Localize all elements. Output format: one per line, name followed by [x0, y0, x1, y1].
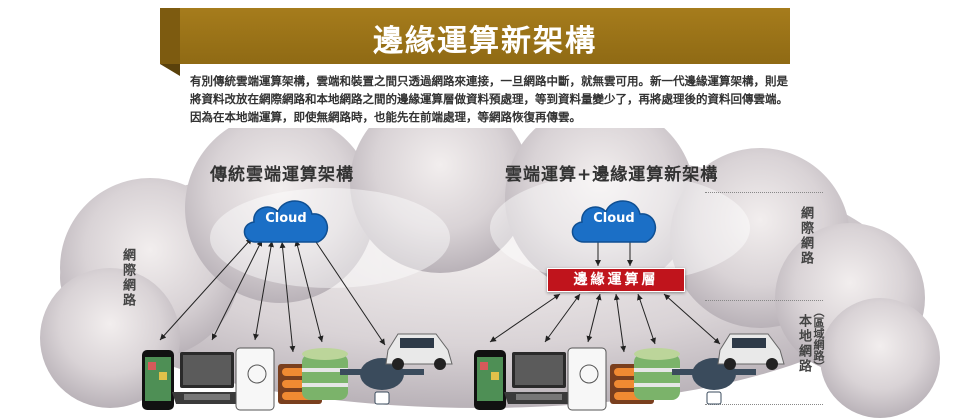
car-icon — [717, 333, 785, 370]
car-icon — [385, 333, 453, 370]
edge-computing-layer: 邊緣運算層 — [547, 268, 685, 292]
intro-paragraph: 有別傳統雲端運算架構，雲端和裝置之間只透過網路來連接，一旦網路中斷，就無雲可用。… — [190, 74, 788, 124]
divider-top — [705, 192, 823, 193]
laptop-icon — [172, 352, 240, 404]
drone-icon — [672, 358, 756, 405]
right-section-title: 雲端運算+邊緣運算新架構 — [505, 165, 719, 185]
left-cloud-icon: Cloud — [238, 194, 334, 246]
database-icon — [302, 348, 348, 400]
title-banner: 邊緣運算新架構 — [160, 8, 790, 76]
divider-middle — [705, 300, 823, 301]
tablet-icon — [567, 347, 607, 411]
phone-icon — [142, 350, 174, 410]
left-internet-label: 網際網路 — [120, 248, 135, 308]
right-cloud-icon: Cloud — [566, 194, 662, 246]
right-cloud-label: Cloud — [593, 211, 635, 226]
left-cloud-label: Cloud — [265, 211, 307, 226]
right-internet-label: 網際網路 — [798, 206, 813, 266]
right-local-sub-label: （區域網路） — [812, 306, 825, 372]
right-local-label: 本地網路 — [796, 314, 811, 374]
page-title: 邊緣運算新架構 — [373, 24, 597, 59]
phone-icon — [474, 350, 506, 410]
tablet-icon — [235, 347, 275, 411]
database-icon — [634, 348, 680, 400]
divider-bottom — [705, 404, 823, 405]
laptop-icon — [504, 352, 572, 404]
left-section-title: 傳統雲端運算架構 — [210, 165, 354, 185]
